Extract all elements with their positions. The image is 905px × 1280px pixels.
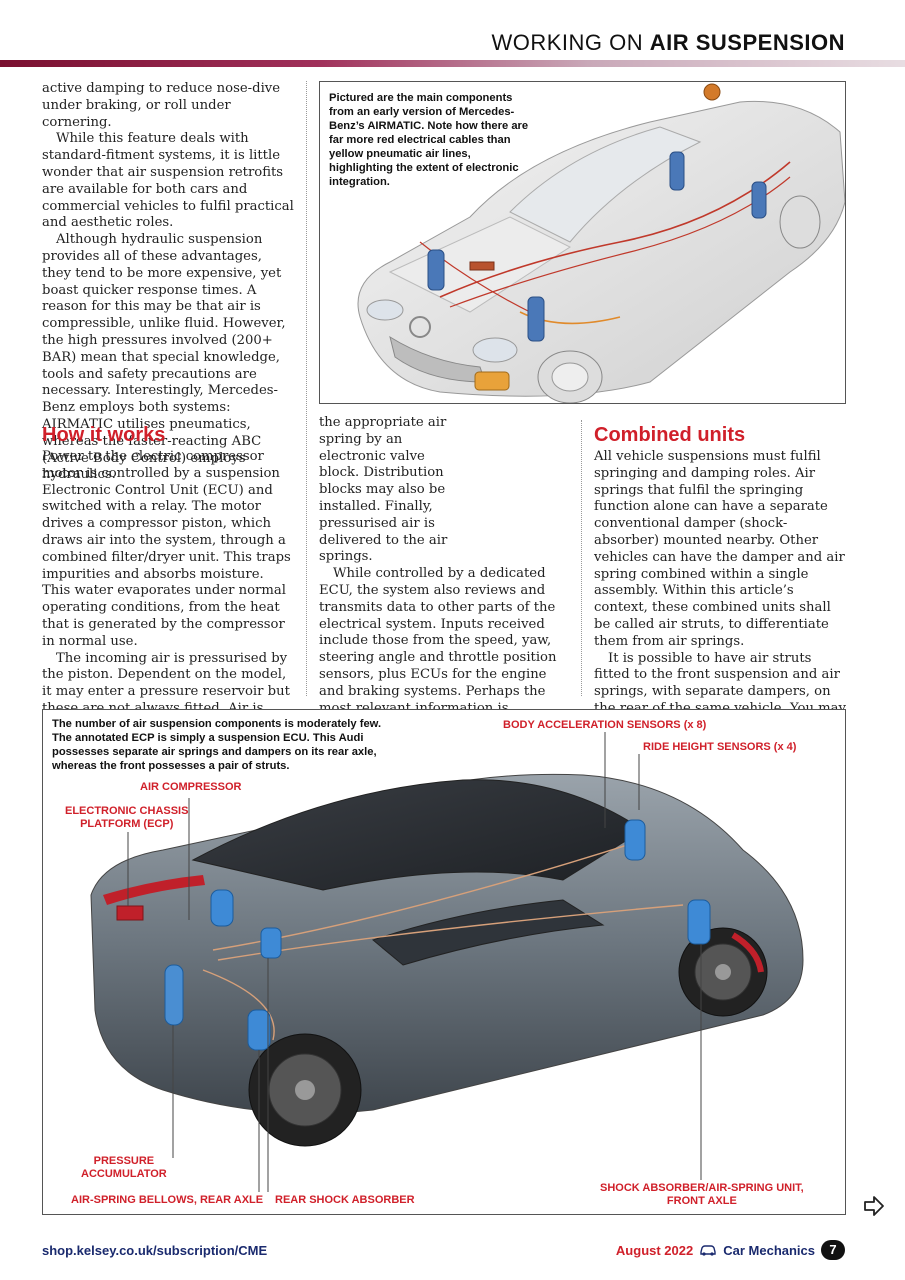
column-1-how-it-works: Power to the electric compressor motor i… <box>42 449 294 735</box>
column-divider <box>581 420 582 696</box>
figure-2-caption: The number of air suspension components … <box>52 718 382 772</box>
heading-how-it-works: How it works <box>42 424 166 446</box>
car-icon <box>700 1245 716 1256</box>
label-rear-shock-absorber: REAR SHOCK ABSORBER <box>275 1194 415 1206</box>
label-air-compressor: AIR COMPRESSOR <box>140 781 242 793</box>
page-number: 7 <box>821 1240 845 1260</box>
body-paragraph: Although hydraulic suspension provides a… <box>42 232 286 483</box>
footer-magazine-brand: Car Mechanics <box>723 1242 815 1258</box>
column-divider <box>306 81 307 696</box>
figure-audi-air-suspension: The number of air suspension components … <box>42 709 846 1215</box>
audi-car-illustration <box>90 732 804 1192</box>
footer-issue-date: August 2022 <box>615 1242 694 1258</box>
header-title-bold: AIR SUSPENSION <box>649 30 845 55</box>
header-gradient-bar <box>0 60 905 67</box>
label-pressure-accumulator: PRESSURE ACCUMULATOR <box>81 1155 167 1180</box>
header-title-regular: WORKING ON <box>491 30 644 55</box>
body-paragraph: the appropriate air spring by an electro… <box>319 415 448 565</box>
body-paragraph: active damping to reduce nose-dive under… <box>42 81 281 130</box>
label-front-strut-unit: SHOCK ABSORBER/AIR-SPRING UNIT, FRONT AX… <box>600 1182 804 1207</box>
body-paragraph: Power to the electric compressor motor i… <box>42 449 291 649</box>
figure-mercedes-airmatic: Pictured are the main components from an… <box>319 81 846 404</box>
column-1-intro: active damping to reduce nose-dive under… <box>42 81 294 484</box>
running-header: WORKING ON AIR SUSPENSION <box>491 30 845 56</box>
footer-subscription-link[interactable]: shop.kelsey.co.uk/subscription/CME <box>42 1243 268 1258</box>
label-body-acceleration-sensors: BODY ACCELERATION SENSORS (x 8) <box>503 719 707 731</box>
next-page-arrow-icon[interactable] <box>863 1195 885 1217</box>
column-3-combined-units: All vehicle suspensions must fulfil spri… <box>594 449 846 751</box>
body-paragraph: All vehicle suspensions must fulfil spri… <box>594 449 845 649</box>
mercedes-car-illustration <box>357 83 845 403</box>
figure-1-caption: Pictured are the main components from an… <box>329 92 529 188</box>
label-air-spring-bellows: AIR-SPRING BELLOWS, REAR AXLE <box>71 1194 264 1206</box>
label-ecp: ELECTRONIC CHASSIS PLATFORM (ECP) <box>65 805 189 830</box>
label-ride-height-sensors: RIDE HEIGHT SENSORS (x 4) <box>643 741 797 753</box>
footer-issue-info: August 2022 Car Mechanics 7 <box>616 1240 845 1260</box>
heading-combined-units: Combined units <box>594 424 746 446</box>
body-paragraph: While this feature deals with standard-f… <box>42 131 294 231</box>
